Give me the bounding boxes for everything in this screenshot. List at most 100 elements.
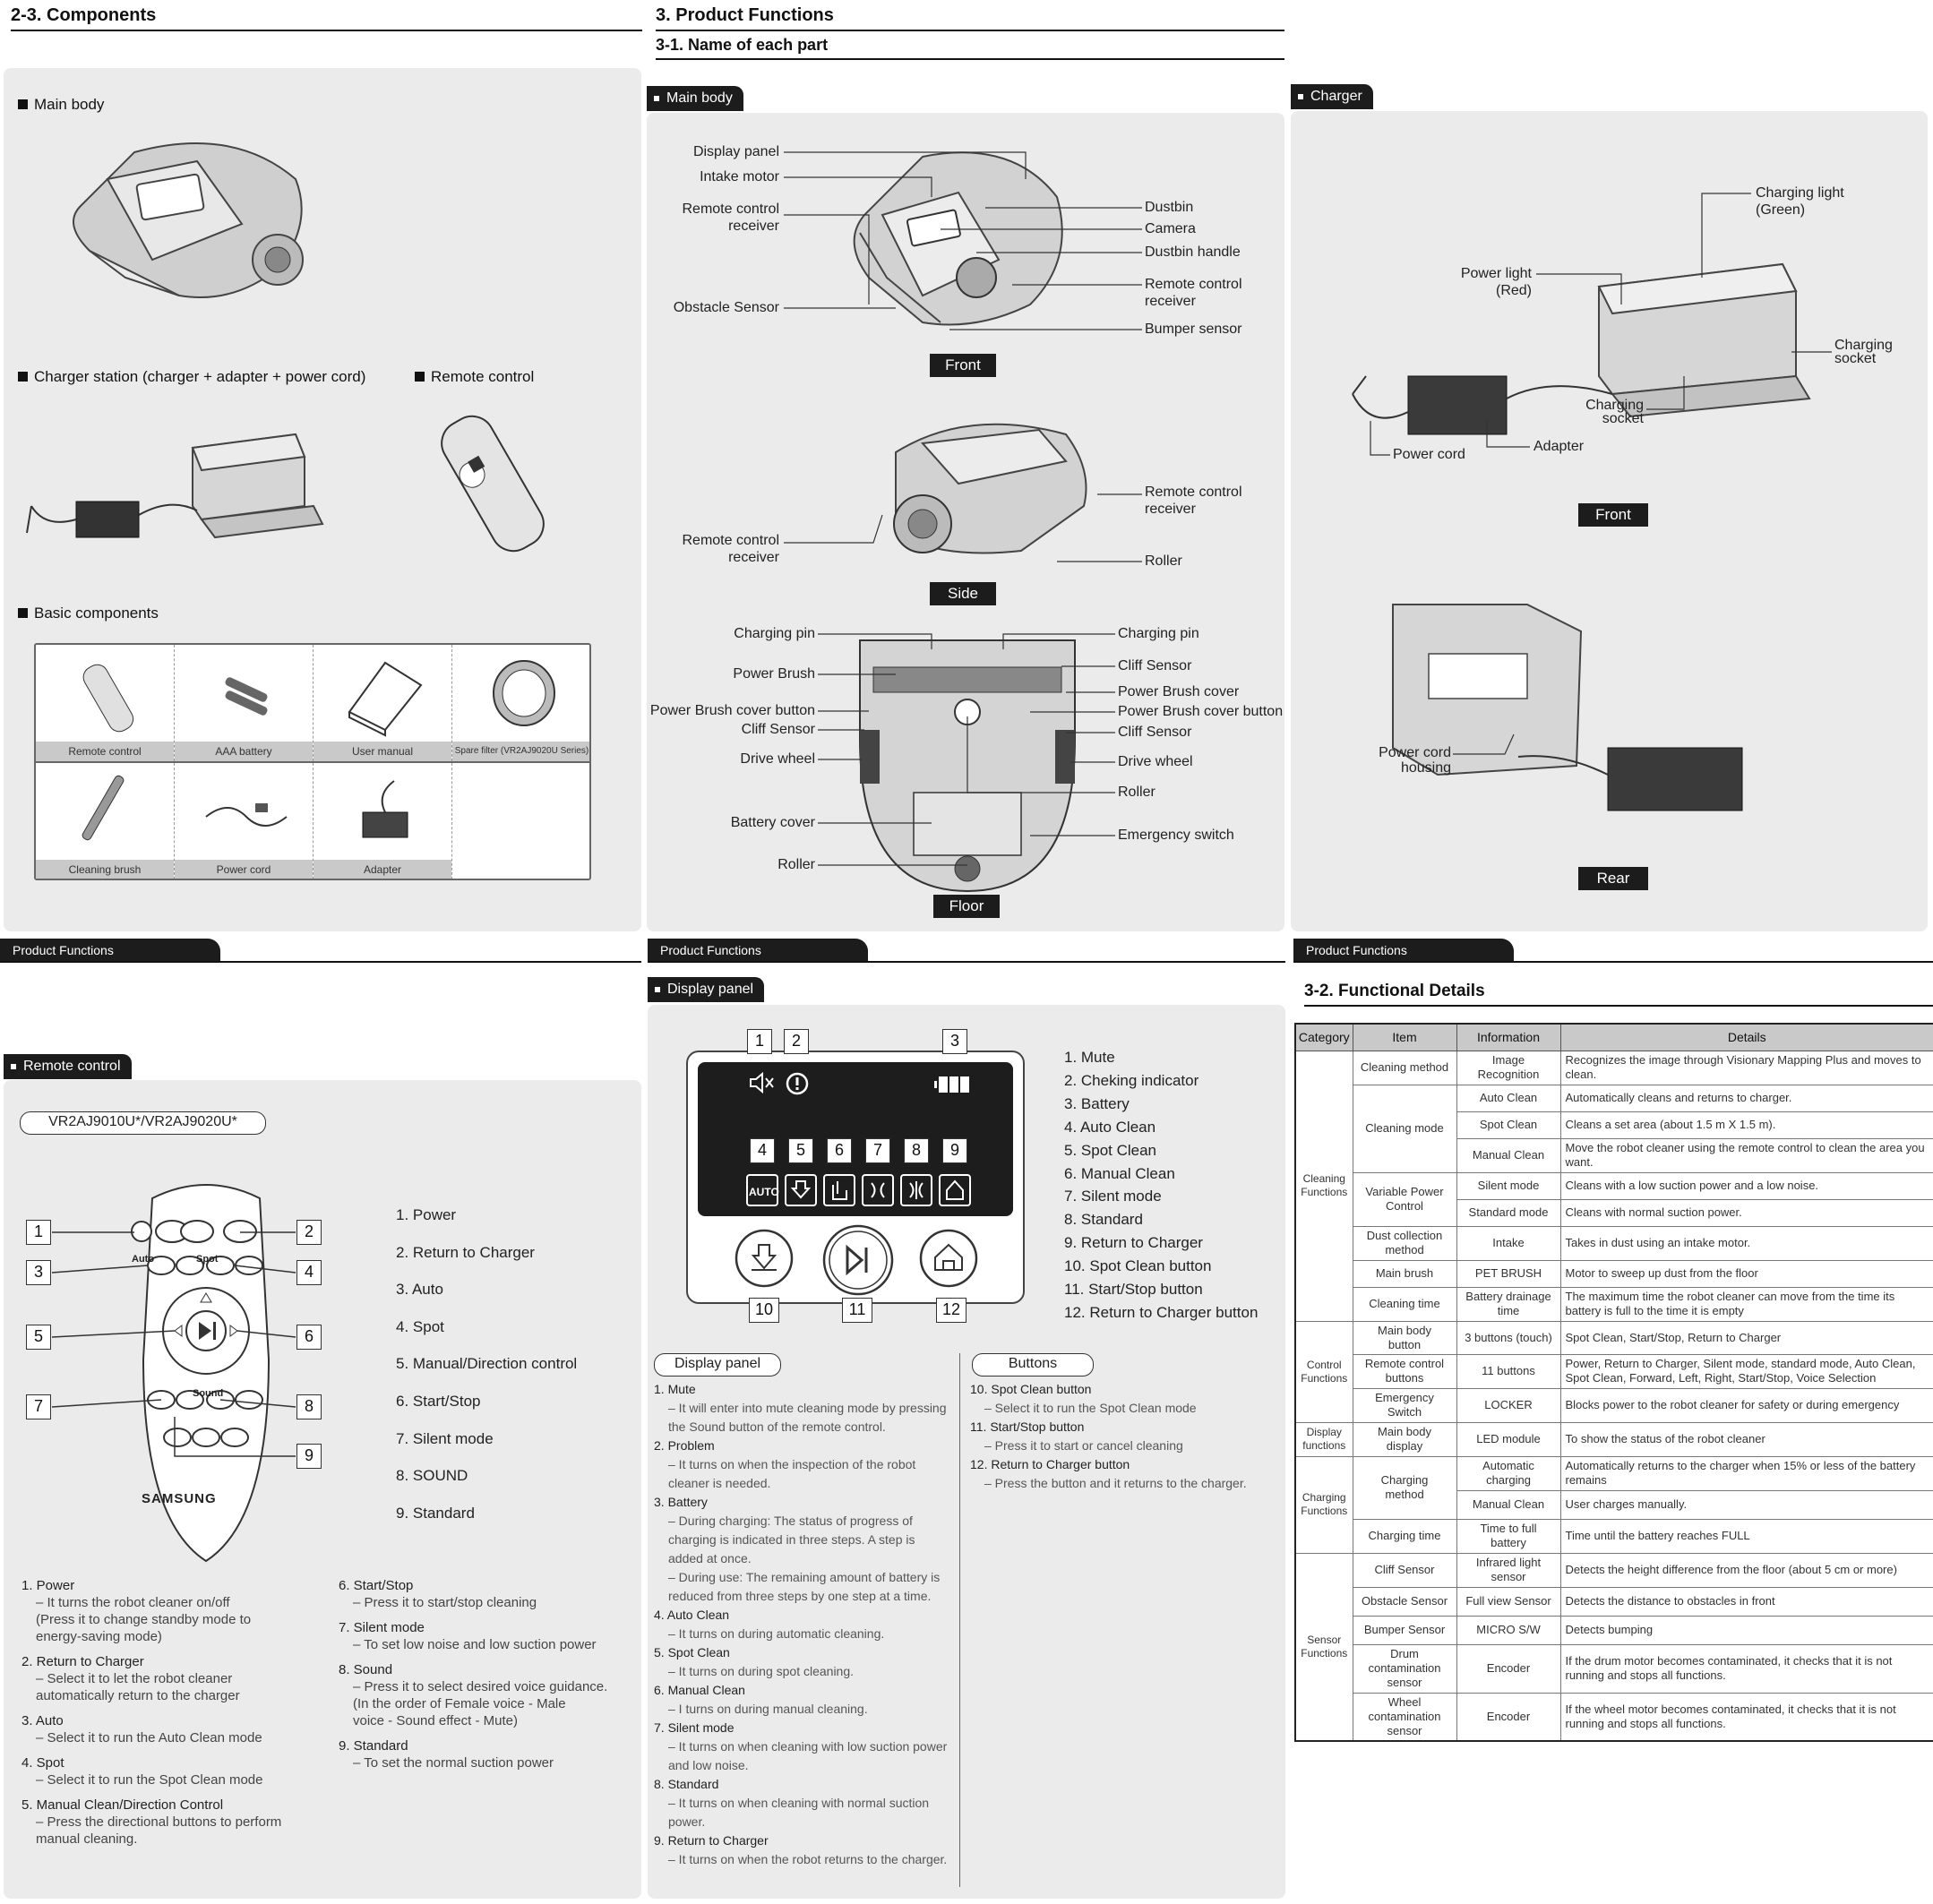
table-row: Charging Functions Charging method Autom… (1294, 1455, 1933, 1554)
component-cleaning-brush: Cleaning brush (36, 763, 175, 879)
components-title: 2-3. Components (11, 5, 642, 31)
charger-label-power-light: Power light (Red) (1460, 266, 1532, 298)
charger-label-power-cord: Power cord (1393, 447, 1465, 462)
robot-front-image (853, 151, 1063, 326)
name-of-each-part-title: 3-1. Name of each part (656, 36, 1284, 60)
remote-sound-label: Sound (193, 1388, 224, 1399)
description-line: power. (668, 1814, 706, 1829)
floor-label-power-brush-cover: Power Brush cover (1118, 684, 1240, 699)
category-sensor: Sensor Functions (1294, 1552, 1353, 1742)
remote-spot-label: Spot (196, 1254, 219, 1265)
mute-icon (750, 1071, 774, 1094)
display-callout-7: 7 (865, 1138, 890, 1163)
component-spare-filter: Spare filter (VR2AJ9020U Series) (452, 645, 589, 761)
footer-bar-right: Product Functions (1293, 939, 1514, 962)
main-body-tag: Main body (647, 86, 743, 111)
description-heading: 3. Auto (21, 1713, 64, 1728)
category-control: Control Functions (1294, 1320, 1353, 1423)
description-line: – Press it to select desired voice guida… (353, 1679, 608, 1694)
display-mode-icons (746, 1174, 971, 1206)
remote-callout-5: 5 (26, 1325, 51, 1350)
description-heading: 1. Power (21, 1578, 75, 1593)
remote-callout-7: 7 (26, 1394, 51, 1419)
description-heading: 2. Return to Charger (21, 1654, 144, 1669)
remote-callout-9: 9 (296, 1444, 322, 1469)
category-cleaning: Cleaning Functions (1294, 1050, 1353, 1322)
buttons-descriptions: 10. Spot Clean button– Select it to run … (970, 1380, 1279, 1493)
component-user-manual: User manual (314, 645, 452, 761)
description-line: – Select it to run the Spot Clean mode (36, 1772, 263, 1788)
table-row: Display functions Main body display LED … (1294, 1421, 1933, 1457)
charger-label-charging-socket-mid: Charging socket (1585, 398, 1644, 426)
functional-details-title: 3-2. Functional Details (1304, 982, 1933, 1007)
component-remote-control: Remote control (36, 645, 175, 761)
remote-callout-6: 6 (296, 1325, 322, 1350)
table-row: Control Functions Main body button 3 but… (1294, 1320, 1933, 1423)
remote-callout-1: 1 (26, 1220, 51, 1245)
category-charging: Charging Functions (1294, 1455, 1353, 1554)
side-label-remote-receiver-right: Remote control receiver (1145, 485, 1242, 517)
description-heading: 11. Start/Stop button (970, 1419, 1085, 1434)
front-label-display-panel: Display panel (692, 144, 779, 159)
description-heading: 8. Sound (339, 1662, 393, 1677)
description-line: – I turns on during manual cleaning. (668, 1702, 868, 1716)
front-view-label: Front (930, 354, 996, 377)
description-line: automatically return to the charger (36, 1688, 240, 1703)
floor-label-power-brush-cover-button-left: Power Brush cover button (649, 703, 815, 718)
remote-brand-label: SAMSUNG (142, 1491, 217, 1506)
front-label-dustbin: Dustbin (1145, 200, 1194, 215)
description-line: – It will enter into mute cleaning mode … (668, 1401, 947, 1415)
description-heading: 9. Standard (339, 1738, 408, 1754)
display-panel-tag: Display panel (648, 977, 765, 1002)
display-panel-desc-pill: Display panel (654, 1353, 781, 1377)
description-line: – Press the directional buttons to perfo… (36, 1814, 282, 1830)
charger-label-charging-socket-right: Charging socket (1834, 338, 1893, 366)
floor-label-charging-pin-right: Charging pin (1118, 626, 1199, 641)
component-aaa-battery: AAA battery (175, 645, 314, 761)
front-label-dustbin-handle: Dustbin handle (1145, 244, 1241, 260)
description-line: – Press it to start/stop cleaning (353, 1595, 537, 1610)
description-line: – To set the normal suction power (353, 1755, 554, 1771)
description-heading: 4. Spot (21, 1755, 64, 1771)
remote-descriptions-right: 6. Start/Stop– Press it to start/stop cl… (339, 1577, 634, 1771)
return-to-charger-button-icon[interactable] (919, 1229, 978, 1288)
category-display: Display functions (1294, 1421, 1353, 1457)
description-line: – During charging: The status of progres… (668, 1514, 913, 1528)
description-line: – To set low noise and low suction power (353, 1637, 597, 1652)
remote-descriptions-left: 1. Power – It turns the robot cleaner on/… (21, 1577, 335, 1848)
description-line: – It turns the robot cleaner on/off (36, 1595, 230, 1610)
charger-front-image (1352, 262, 1811, 435)
description-heading: 4. Auto Clean (654, 1608, 730, 1622)
remote-callout-2: 2 (296, 1220, 322, 1245)
description-line: charging is indicated in three steps. A … (668, 1532, 915, 1547)
remote-callout-4: 4 (296, 1260, 322, 1285)
description-line: and low noise. (668, 1758, 749, 1772)
start-stop-button-icon[interactable] (822, 1224, 894, 1296)
description-line: the Sound button of the remote control. (668, 1419, 886, 1434)
floor-view-label: Floor (933, 895, 1000, 918)
floor-label-roller-left: Roller (777, 857, 815, 872)
spot-clean-button-icon[interactable] (735, 1229, 794, 1288)
front-label-bumper-sensor: Bumper sensor (1145, 322, 1242, 337)
charger-label-power-cord-housing: Power cord housing (1379, 745, 1451, 776)
description-heading: 5. Manual Clean/Direction Control (21, 1797, 224, 1813)
description-line: reduced from three steps by one step at … (668, 1589, 932, 1603)
floor-label-cliff-sensor-right-1: Cliff Sensor (1118, 658, 1192, 673)
description-line: – Select it to let the robot cleaner (36, 1671, 233, 1686)
display-panel-descriptions: 1. Mute– It will enter into mute cleanin… (654, 1380, 958, 1869)
display-callout-3: 3 (942, 1029, 967, 1054)
